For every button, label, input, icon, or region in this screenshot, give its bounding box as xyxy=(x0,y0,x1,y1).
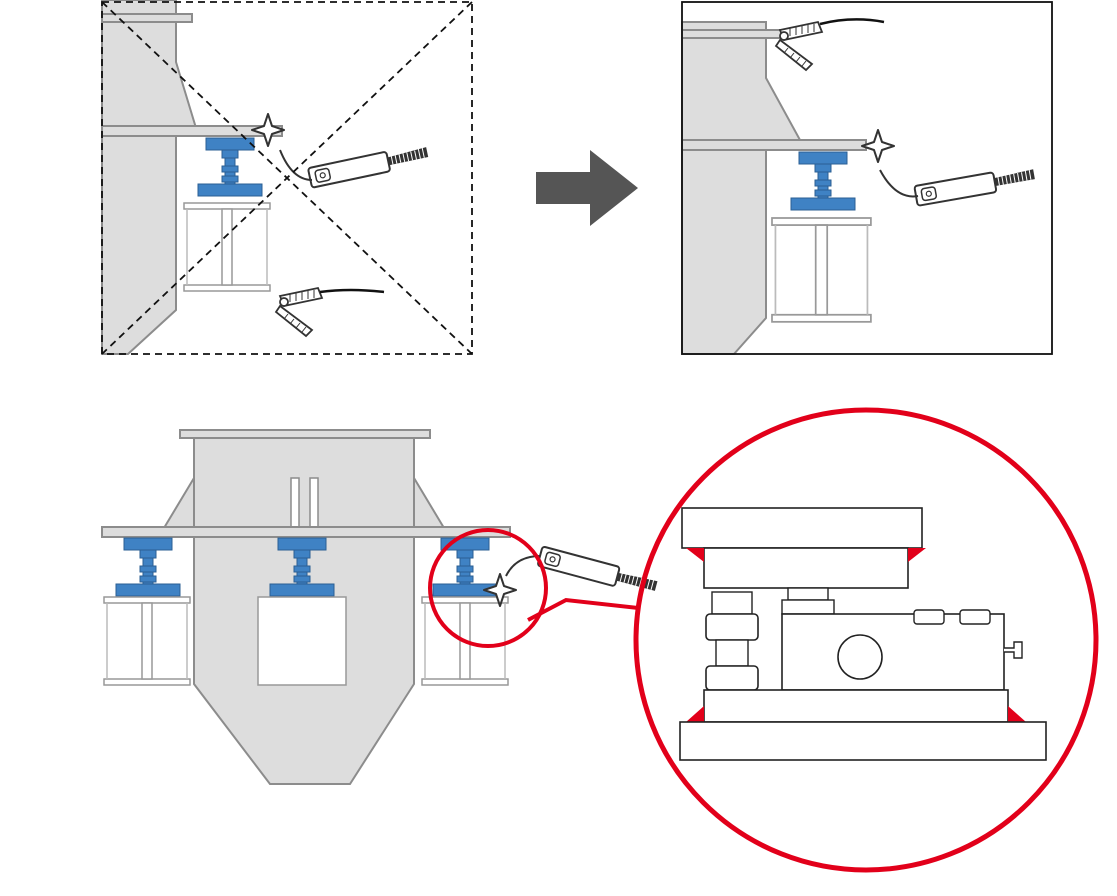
next-arrow-icon xyxy=(536,150,638,226)
load-cell-mount xyxy=(197,137,263,197)
i-beam-support-left xyxy=(103,596,191,686)
spark-icon xyxy=(251,113,285,147)
magnified-mount-detail xyxy=(633,407,1099,873)
load-cell-mount-right xyxy=(432,537,498,597)
load-cell-mount-left xyxy=(115,537,181,597)
load-cell-mount xyxy=(790,151,856,211)
ground-clamp xyxy=(275,287,323,337)
magnifier-source-circle xyxy=(428,528,548,648)
panel-correct-welding xyxy=(681,1,1053,355)
spark-icon xyxy=(861,129,895,163)
vessel-overview xyxy=(101,429,660,785)
center-support-block xyxy=(257,596,347,686)
ground-clamp xyxy=(775,21,823,71)
panel-incorrect-welding xyxy=(101,0,473,355)
magnifier-circle xyxy=(633,407,1099,873)
welding-torch xyxy=(913,164,1037,207)
welding-torch xyxy=(306,142,431,189)
i-beam-support xyxy=(183,202,271,292)
i-beam-support xyxy=(771,217,872,323)
